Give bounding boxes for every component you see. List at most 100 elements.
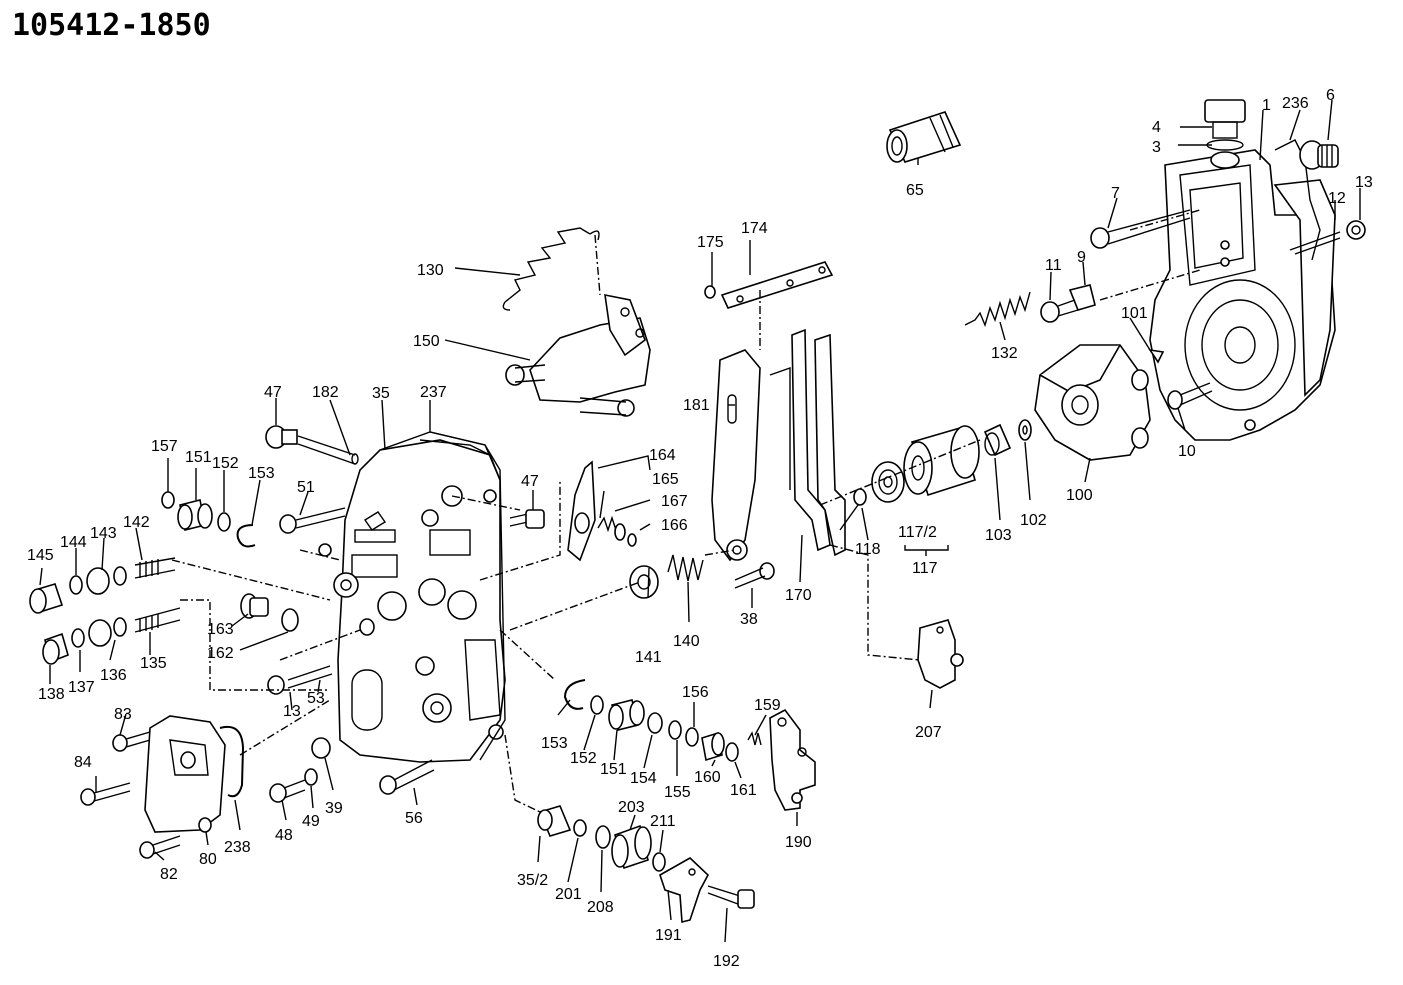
callout-170: 170 (785, 587, 812, 604)
plug-6 (1299, 140, 1339, 170)
callout-83: 83 (114, 706, 132, 723)
nut-143 (86, 567, 110, 595)
plate-164 (567, 460, 596, 562)
callout-211: 211 (650, 813, 676, 830)
callout-135: 135 (140, 655, 167, 672)
callout-101: 101 (1121, 305, 1148, 322)
o-ring-152-bottom (590, 695, 604, 715)
screw-51 (279, 507, 346, 534)
callout-238: 238 (224, 839, 251, 856)
callout-48: 48 (275, 827, 293, 844)
gasket-236 (1274, 139, 1321, 261)
callout-159: 159 (754, 697, 781, 714)
callout-236: 236 (1282, 95, 1309, 112)
sleeve-65 (886, 111, 962, 163)
washer-143b (113, 566, 127, 586)
callout-130: 130 (417, 262, 444, 279)
nut-39 (311, 737, 331, 759)
callout-153-bottom: 153 (541, 735, 568, 752)
callout-201: 201 (555, 886, 582, 903)
callout-138: 138 (38, 686, 65, 703)
lever-191 (659, 857, 709, 924)
lever-150 (505, 293, 651, 417)
callout-82: 82 (160, 866, 178, 883)
governor-housing (1149, 99, 1336, 441)
part-number-title: 105412-1850 (12, 8, 211, 43)
ring-208 (595, 825, 611, 849)
callout-3: 3 (1152, 139, 1161, 156)
callout-153-left: 153 (248, 465, 275, 482)
leader-lines (39, 99, 1361, 943)
callout-7: 7 (1111, 185, 1120, 202)
callout-164: 164 (649, 447, 676, 464)
sleeve-160 (701, 731, 725, 762)
screw-56 (379, 759, 435, 795)
callout-100: 100 (1066, 487, 1093, 504)
ring-162 (281, 608, 299, 632)
bearing-117-2 (871, 461, 905, 503)
nut-13-left (267, 675, 285, 695)
lever-190 (769, 708, 816, 811)
callout-155: 155 (664, 784, 691, 801)
callout-13-left: 13 (283, 703, 301, 720)
block-207 (917, 619, 964, 689)
washer-102 (1018, 419, 1032, 441)
spring-140 (667, 554, 704, 582)
callout-132: 132 (991, 345, 1018, 362)
screw-10 (1167, 382, 1213, 410)
callout-150: 150 (413, 333, 440, 350)
screw-11 (1040, 299, 1079, 323)
callout-151-left: 151 (185, 449, 212, 466)
callout-152-left: 152 (212, 455, 239, 472)
nut-136 (88, 619, 112, 647)
screw-82 (139, 835, 181, 859)
screw-38 (734, 562, 775, 589)
washer-118 (853, 488, 867, 506)
callout-192: 192 (713, 953, 740, 970)
screw-135 (134, 607, 181, 633)
callout-65: 65 (906, 182, 924, 199)
callout-49: 49 (302, 813, 320, 830)
bracket-line-117 (904, 545, 949, 556)
callout-13-top: 13 (1355, 174, 1373, 191)
bolt-47-right (509, 509, 545, 529)
valve-35-2 (537, 805, 572, 837)
callout-160: 160 (694, 769, 721, 786)
callout-143: 143 (90, 525, 117, 542)
clip-175 (704, 285, 716, 299)
ring-211 (652, 852, 666, 872)
clip-153-bottom (563, 679, 586, 710)
callout-208: 208 (587, 899, 614, 916)
callout-191: 191 (655, 927, 682, 944)
callout-207: 207 (915, 724, 942, 741)
washer-49 (304, 768, 318, 786)
washer-167 (614, 523, 626, 541)
callout-39: 39 (325, 800, 343, 817)
screw-83 (112, 731, 151, 752)
pump-housing-35 (318, 431, 506, 763)
callout-152-bottom: 152 (570, 750, 597, 767)
callout-165: 165 (652, 471, 679, 488)
gasket-238 (219, 726, 245, 798)
washer-161 (725, 742, 739, 762)
callout-181: 181 (683, 397, 710, 414)
callout-11: 11 (1045, 257, 1062, 274)
callout-154: 154 (630, 770, 657, 787)
spring-165 (597, 515, 617, 533)
callout-117-2: 117/2 (898, 524, 937, 541)
callout-12: 12 (1328, 190, 1346, 207)
callout-102: 102 (1020, 512, 1047, 529)
callout-167: 167 (661, 493, 688, 510)
plug-163 (240, 593, 269, 619)
callout-labels: 1 3 4 6 7 9 10 11 12 13 13 35 35/2 38 39… (27, 87, 1373, 970)
callout-174: 174 (741, 220, 768, 237)
screw-12 (1289, 231, 1341, 255)
o-ring-201 (573, 819, 587, 837)
clip-166 (627, 533, 637, 547)
clip-153-left (236, 524, 256, 548)
key-101 (1148, 348, 1165, 364)
callout-156: 156 (682, 684, 709, 701)
spring-130 (502, 227, 600, 311)
